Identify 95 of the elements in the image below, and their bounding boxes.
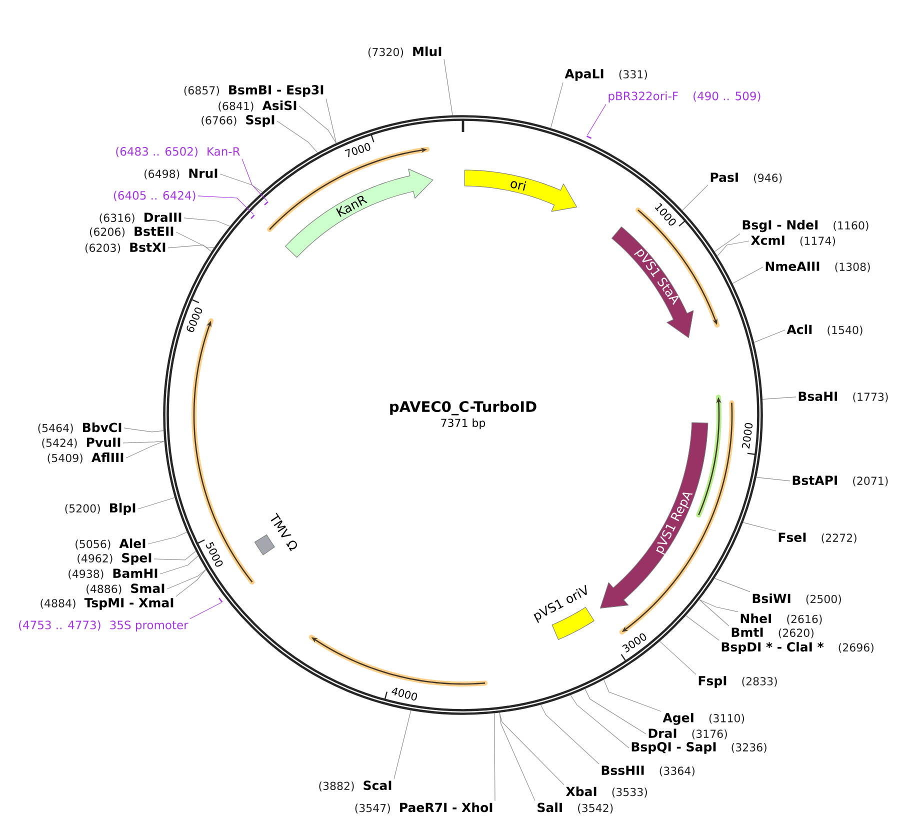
leader-line	[714, 233, 740, 252]
primer-mark	[264, 201, 268, 206]
site-label: NmeAIII (1308)	[766, 262, 870, 272]
leader-line	[699, 599, 730, 626]
site-label: XbaI (3533)	[566, 786, 647, 798]
site-label: (4884) TspMI - XmaI	[40, 598, 174, 610]
leader-line	[604, 679, 662, 712]
leader-line	[756, 477, 790, 482]
leader-line	[494, 712, 496, 802]
site-label: BsgI - NdeI (1160)	[742, 220, 868, 232]
site-label: (5409) AflIII	[48, 452, 124, 464]
site-label: (6841) AsiSI	[218, 100, 296, 112]
leader-line	[762, 396, 796, 400]
leader-line	[176, 569, 206, 597]
leader-line	[220, 174, 263, 192]
leader-line	[682, 184, 708, 211]
leader-line	[276, 120, 318, 153]
site-label: (7320) MluI	[368, 46, 442, 58]
leader-line	[124, 428, 164, 432]
site-label: BsiWI (2500)	[752, 594, 841, 604]
leader-line	[198, 196, 254, 214]
tick-label: 4000	[392, 688, 418, 701]
leader-line	[148, 532, 188, 544]
leader-line	[168, 244, 212, 252]
leader-line	[686, 615, 720, 641]
leader-line	[499, 712, 564, 786]
leader-line	[587, 104, 606, 136]
site-label: (5464) BbvCI	[38, 422, 122, 434]
leader-line	[742, 522, 776, 532]
leader-line	[732, 266, 764, 284]
primer-label: pBR322ori-F (490 .. 509)	[608, 91, 760, 103]
site-label: BsaHI (1773)	[798, 392, 888, 402]
site-label: BspQI - SapI (3236)	[632, 742, 766, 754]
site-label: (3882) ScaI	[319, 780, 392, 792]
site-label: AclI (1540)	[786, 324, 862, 336]
leader-line	[699, 599, 738, 612]
site-label: AgeI (3110)	[662, 713, 744, 725]
leader-line	[540, 704, 600, 764]
leader-line	[444, 58, 453, 116]
site-label: (6206) BstEII	[90, 226, 174, 238]
site-label: (6316) DraIII	[100, 212, 182, 224]
primer-mark	[586, 136, 592, 139]
tick-label: 5000	[206, 542, 223, 567]
site-label: (6498) NruI	[144, 168, 218, 180]
site-label: (4938) BamHI	[68, 568, 158, 580]
leader-line	[154, 550, 196, 560]
site-label: (4962) SpeI	[78, 553, 152, 565]
site-label: ApaLI (331)	[564, 69, 647, 81]
site-label: BstAPI (2071)	[792, 476, 888, 486]
site-label: FseI (2272)	[778, 532, 856, 544]
tick-label: 6000	[186, 308, 202, 332]
leader-line	[176, 232, 215, 248]
site-label: XcmI (1174)	[750, 236, 836, 246]
site-label: DraI (3176)	[648, 728, 727, 740]
leader-line	[126, 440, 165, 458]
leader-line	[550, 82, 564, 128]
site-label: (6203) BstXI	[85, 242, 166, 254]
leader-line	[122, 440, 165, 444]
leader-line	[242, 158, 268, 202]
leader-line	[754, 330, 786, 343]
site-label: BmtI (2620)	[732, 628, 814, 638]
site-label: NheI (2616)	[740, 614, 822, 624]
leader-line	[570, 694, 630, 748]
site-label: SalI (3542)	[538, 802, 613, 814]
site-label: (5056) AleI	[76, 538, 146, 550]
leader-line	[499, 712, 536, 802]
leader-line	[160, 555, 199, 574]
site-label: (5200) BlpI	[65, 502, 136, 516]
leader-line	[394, 710, 412, 780]
tick-label: 7000	[344, 143, 370, 158]
site-label: PasI (946)	[710, 172, 782, 184]
site-label: (3547) PaeR7I - XhoI	[355, 802, 492, 814]
leader-line	[326, 98, 337, 144]
feature-block: ori	[464, 170, 578, 212]
site-label: (4886) SmaI	[86, 584, 164, 594]
site-label: (5424) PvuII	[42, 438, 120, 448]
site-label: FspI (2833)	[698, 676, 777, 688]
leader-line	[717, 240, 750, 256]
leader-line	[584, 688, 646, 734]
site-label: BssHII (3364)	[602, 766, 694, 776]
primer-mark	[218, 598, 223, 603]
tick-label: 2000	[742, 423, 753, 449]
leader-line	[184, 218, 230, 227]
site-label: (6766) SspI	[202, 115, 274, 127]
leader-line	[298, 106, 337, 144]
leader-line	[659, 641, 696, 675]
primer-label: (6405 .. 6424)	[114, 190, 196, 202]
leader-line	[138, 497, 176, 510]
primer-label: (6483 .. 6502) Kan-R	[116, 146, 240, 158]
leader-line	[166, 569, 206, 590]
primer-label: (4753 .. 4773) 35S promoter	[19, 620, 188, 632]
site-label: BspDI * - ClaI * (2696)	[722, 642, 874, 654]
site-label: (6857) BsmBI - Esp3I	[184, 85, 324, 97]
primer-mark	[250, 214, 255, 219]
leader-line	[714, 578, 750, 592]
